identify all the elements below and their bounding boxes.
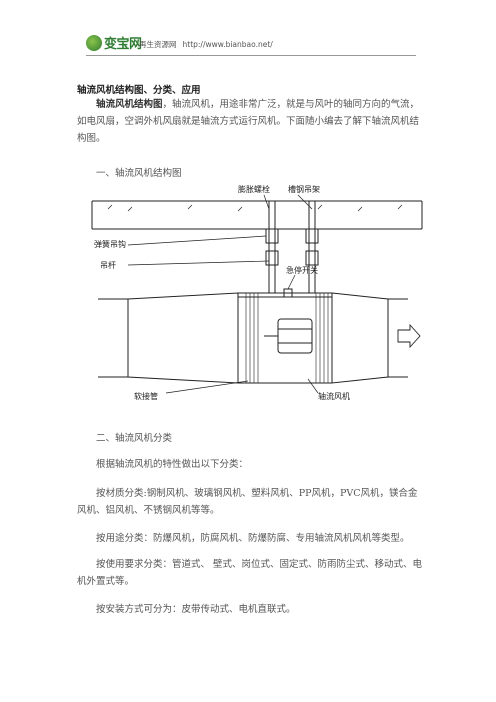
axial-fan-structure-diagram: 膨胀螺栓 槽钢吊架 弹簧吊钩 吊杆 急停开关 软接管 轴流风机 <box>91 184 423 401</box>
outlet-duct <box>331 292 389 384</box>
label-hanger-rod: 吊杆 <box>100 260 116 270</box>
intro-paragraph: 轴流风机结构图，轴流风机，用途非常广泛，就是与风叶的轴同方向的气流，如电风扇，空… <box>77 96 423 147</box>
logo-icon <box>86 34 102 51</box>
intro-text: ，轴流风机，用途非常广泛，就是与风叶的轴同方向的气流，如电风扇，空调外机风扇就是… <box>77 99 420 144</box>
label-soft-connector: 软接管 <box>134 391 158 401</box>
label-axial-fan: 轴流风机 <box>318 391 350 401</box>
article-title: 轴流风机结构图、分类、应用 <box>77 85 201 96</box>
motor <box>277 318 313 354</box>
label-expansion-bolt: 膨胀螺栓 <box>238 184 270 194</box>
section-heading-structure: 一、轴流风机结构图 <box>96 168 182 179</box>
header-site-info: 再生资源网 http://www.bianbao.net/ <box>139 39 273 50</box>
section-heading-classification: 二、轴流风机分类 <box>96 433 173 444</box>
site-name: 再生资源网 <box>139 40 177 49</box>
airflow-arrow-icon <box>397 323 421 349</box>
soft-connector-ribs <box>245 293 329 383</box>
classification-lead: 根据轴流风机的特性做出以下分类： <box>96 459 249 470</box>
classification-by-requirement: 按使用要求分类：管道式、 壁式、岗位式、固定式、防雨防尘式、移动式、电机外置式等… <box>77 559 423 587</box>
spring-hook-left <box>265 228 279 244</box>
spring-hook-right <box>305 228 319 244</box>
label-spring-hook: 弹簧吊钩 <box>94 239 126 249</box>
page-header: 变宝网 再生资源网 http://www.bianbao.net/ <box>86 33 416 56</box>
label-emergency-switch: 急停开关 <box>286 265 318 275</box>
intro-bold: 轴流风机结构图 <box>96 99 163 110</box>
site-logo: 变宝网 <box>86 33 142 52</box>
logo-text: 变宝网 <box>104 37 142 52</box>
classification-by-material: 按材质分类:钢制风机、玻璃钢风机、塑料风机、PP风机，PVC风机，镁合金风机、铝… <box>77 488 418 516</box>
header-divider <box>86 55 416 56</box>
fan-casing <box>237 292 333 384</box>
label-channel-hanger: 槽钢吊架 <box>288 184 320 194</box>
classification-by-install: 按安装方式可分为：皮带传动式、电机直联式。 <box>96 604 296 615</box>
inlet-duct <box>127 292 239 384</box>
classification-by-use: 按用途分类：防爆风机，防腐风机、防爆防腐、专用轴流风机风机等类型。 <box>96 533 410 544</box>
site-url[interactable]: http://www.bianbao.net/ <box>182 40 273 49</box>
